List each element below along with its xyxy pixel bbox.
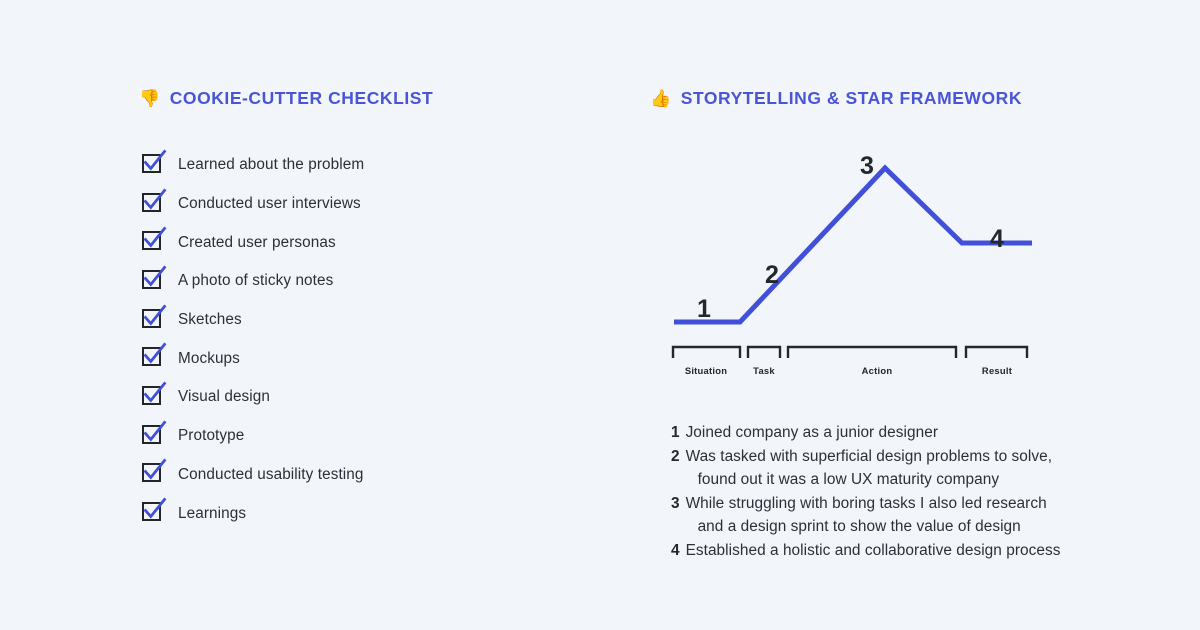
checkbox-square — [142, 269, 161, 289]
check-mark-icon — [143, 149, 167, 171]
checklist-item[interactable]: Sketches — [142, 301, 482, 340]
phase-label-action: Action — [861, 365, 893, 376]
checklist-item-label: Created user personas — [178, 233, 336, 251]
phase-bracket — [786, 345, 958, 358]
phase-label-result: Result — [981, 365, 1013, 376]
story-list-item: 3 While struggling with boring tasks I al… — [671, 492, 1091, 538]
thumbs-down-emoji: 👎 — [139, 89, 161, 108]
checklist-item-label: Conducted user interviews — [178, 195, 361, 213]
check-mark-icon — [143, 381, 167, 403]
checkbox-square — [142, 231, 161, 251]
check-mark-icon — [143, 458, 167, 481]
story-list-item-text: Joined company as a junior designer — [685, 424, 938, 441]
checklist-item[interactable]: A photo of sticky notes — [142, 262, 482, 301]
checkbox-square — [142, 308, 161, 328]
checkbox-checked-icon[interactable] — [142, 458, 167, 486]
checkbox-checked-icon[interactable] — [142, 265, 167, 293]
checklist-item-label: Learned about the problem — [178, 156, 365, 174]
cookie-cutter-checklist-heading: 👎 COOKIE-CUTTER CHECKLIST — [139, 88, 433, 109]
chart-point-label: 3 — [860, 152, 874, 180]
checkbox-checked-icon[interactable] — [142, 149, 167, 177]
check-mark-icon — [143, 265, 167, 287]
phase-bracket — [671, 345, 742, 358]
check-mark-icon — [143, 342, 167, 364]
checklist-item[interactable]: Visual design — [142, 378, 482, 417]
checklist-item[interactable]: Learnings — [142, 494, 482, 533]
checkbox-checked-icon[interactable] — [142, 420, 167, 448]
checkbox-checked-icon[interactable] — [142, 226, 167, 254]
story-list-item-continuation: found out it was a low UX maturity compa… — [697, 471, 1000, 488]
story-list-item-number: 2 — [671, 448, 680, 465]
checklist-item-label: A photo of sticky notes — [178, 272, 334, 290]
check-mark-icon — [143, 420, 167, 442]
star-story-list: 1 Joined company as a junior designer 2 Was… — [671, 421, 1091, 563]
check-mark-icon — [143, 226, 167, 248]
star-framework-chart: 1 2 3 4 Situation Task Action Result — [650, 130, 1070, 390]
story-list-item-text: Established a holistic and collaborative… — [685, 542, 1061, 559]
phase-bracket — [964, 345, 1029, 358]
checklist-item[interactable]: Conducted usability testing — [142, 456, 482, 495]
checkbox-square — [142, 385, 161, 405]
story-list-item-number: 3 — [671, 495, 680, 512]
star-chart-phase-brackets — [671, 345, 1029, 358]
checkbox-checked-icon[interactable] — [142, 381, 167, 409]
checklist-item-label: Conducted usability testing — [178, 465, 364, 483]
checkbox-checked-icon[interactable] — [142, 188, 167, 216]
checklist-item-label: Sketches — [178, 311, 242, 329]
checkbox-square — [142, 192, 161, 212]
checklist-item[interactable]: Created user personas — [142, 223, 482, 262]
story-list-item: 2 Was tasked with superficial design prob… — [671, 445, 1091, 491]
checklist-item[interactable]: Conducted user interviews — [142, 185, 482, 224]
storytelling-star-framework-heading: 👍 STORYTELLING & STAR FRAMEWORK — [650, 88, 1022, 109]
phase-label-situation: Situation — [684, 365, 728, 376]
check-mark-icon — [143, 497, 167, 519]
phase-bracket — [746, 345, 782, 358]
story-list-item: 1 Joined company as a junior designer — [671, 421, 1091, 444]
checkbox-checked-icon[interactable] — [142, 342, 167, 370]
chart-point-label: 4 — [990, 225, 1004, 253]
chart-point-label: 2 — [765, 261, 779, 289]
checkbox-square — [142, 347, 161, 367]
checkbox-square — [142, 502, 161, 522]
phase-label-task: Task — [753, 365, 775, 376]
checkbox-square — [142, 463, 161, 483]
storytelling-star-framework-heading-text: STORYTELLING & STAR FRAMEWORK — [680, 88, 1023, 108]
story-list-item-continuation: and a design sprint to show the value of… — [697, 518, 1021, 535]
checklist-item-label: Visual design — [178, 388, 271, 406]
checkbox-checked-icon[interactable] — [142, 497, 167, 525]
star-chart-polyline — [674, 164, 1032, 325]
chart-point-label: 1 — [697, 295, 711, 323]
star-chart-line-graph — [671, 164, 1032, 358]
checkbox-square — [142, 153, 161, 173]
checklist-item[interactable]: Learned about the problem — [142, 146, 482, 185]
checkbox-square — [142, 424, 161, 444]
checkbox-checked-icon[interactable] — [142, 304, 167, 332]
story-list-item: 4 Established a holistic and collaborativ… — [671, 539, 1091, 562]
story-list-item-text: While struggling with boring tasks I als… — [686, 492, 1047, 538]
checklist-item-label: Prototype — [178, 427, 245, 445]
checklist-item-label: Mockups — [178, 349, 240, 367]
story-list-item-text: Was tasked with superficial design probl… — [686, 445, 1053, 491]
check-mark-icon — [143, 188, 167, 210]
thumbs-up-emoji: 👍 — [650, 89, 672, 108]
cookie-cutter-checklist-heading-text: COOKIE-CUTTER CHECKLIST — [169, 88, 434, 108]
checklist-item[interactable]: Prototype — [142, 417, 482, 456]
story-list-item-number: 1 — [671, 424, 680, 441]
check-mark-icon — [143, 304, 167, 326]
checklist-item[interactable]: Mockups — [142, 339, 482, 378]
checklist-item-label: Learnings — [178, 504, 247, 522]
story-list-item-number: 4 — [671, 542, 680, 559]
